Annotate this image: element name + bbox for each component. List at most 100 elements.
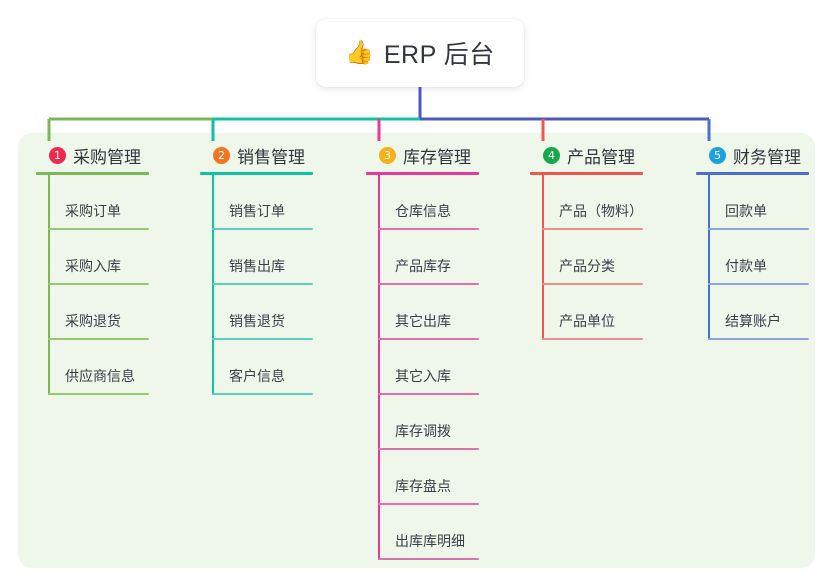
branch-children-5: 回款单付款单结算账户 (696, 175, 809, 340)
branch-column-2: 2 销售管理销售订单销售出库销售退货客户信息 (200, 144, 313, 395)
branch-item-label: 采购入库 (65, 258, 121, 274)
branch-item-rule (48, 283, 149, 285)
branch-item[interactable]: 客户信息 (200, 340, 313, 395)
branch-item[interactable]: 采购入库 (36, 230, 149, 285)
branch-item-label: 采购退货 (65, 313, 121, 329)
branch-item[interactable]: 销售出库 (200, 230, 313, 285)
branch-item-label: 产品单位 (559, 313, 615, 329)
branch-children-3: 仓库信息产品库存其它出库其它入库库存调拨库存盘点出库库明细 (366, 175, 479, 560)
branch-title-3: 库存管理 (403, 147, 471, 167)
branch-item[interactable]: 其它入库 (366, 340, 479, 395)
root-node[interactable]: 👍 ERP 后台 (316, 19, 524, 87)
branch-item[interactable]: 库存盘点 (366, 450, 479, 505)
branch-item[interactable]: 销售退货 (200, 285, 313, 340)
branch-column-4: 4 产品管理产品（物料） 产品分类产品单位 (530, 144, 643, 340)
branch-title-2: 销售管理 (237, 147, 305, 167)
branch-header-4[interactable]: 4 产品管理 (530, 144, 643, 167)
branch-item-label: 其它出库 (395, 313, 451, 329)
branch-badge-2: 2 (213, 146, 230, 164)
branch-item-label: 产品库存 (395, 258, 451, 274)
branch-header-rule-5 (696, 172, 809, 175)
branch-header-rule-4 (530, 172, 643, 175)
branch-item-rule (378, 283, 479, 285)
branch-header-rule-3 (366, 172, 479, 175)
branch-spine-3 (378, 175, 380, 560)
branch-children-2: 销售订单销售出库销售退货客户信息 (200, 175, 313, 395)
branch-item[interactable]: 结算账户 (696, 285, 809, 340)
branch-item-rule (378, 503, 479, 505)
root-node-label: ERP 后台 (383, 41, 495, 69)
branch-item[interactable]: 出库库明细 (366, 505, 479, 560)
branch-item-label: 供应商信息 (65, 368, 135, 384)
branch-item-label: 销售出库 (229, 258, 285, 274)
branch-item[interactable]: 产品分类 (530, 230, 643, 285)
branch-item-label: 产品（物料） (559, 203, 643, 219)
branch-badge-3: 3 (379, 146, 396, 164)
branch-title-1: 采购管理 (73, 147, 141, 167)
branch-item-rule (708, 283, 809, 285)
branch-item[interactable]: 回款单 (696, 175, 809, 230)
branch-children-4: 产品（物料） 产品分类产品单位 (530, 175, 643, 340)
branch-column-5: 5 财务管理回款单付款单结算账户 (696, 144, 809, 340)
branch-item-rule (708, 338, 809, 340)
branch-badge-4: 4 (543, 146, 560, 164)
branch-item[interactable]: 付款单 (696, 230, 809, 285)
branch-item[interactable]: 采购订单 (36, 175, 149, 230)
branch-title-4: 产品管理 (567, 147, 635, 167)
branch-item-label: 付款单 (725, 258, 767, 274)
branch-column-1: 1 采购管理采购订单采购入库采购退货供应商信息 (36, 144, 149, 395)
branch-item[interactable]: 产品库存 (366, 230, 479, 285)
branch-item-rule (708, 228, 809, 230)
branch-item-rule (48, 338, 149, 340)
branch-item[interactable]: 其它出库 (366, 285, 479, 340)
branch-item-rule (542, 283, 643, 285)
branch-item-rule (378, 228, 479, 230)
branch-item-rule (212, 283, 313, 285)
branch-item[interactable]: 产品（物料） (530, 175, 643, 230)
branch-spine-5 (708, 175, 710, 340)
branch-item-label: 库存盘点 (395, 478, 451, 494)
branch-spine-1 (48, 175, 50, 395)
branch-item-rule (212, 338, 313, 340)
branch-item[interactable]: 供应商信息 (36, 340, 149, 395)
branch-item-label: 结算账户 (725, 313, 781, 329)
branch-item-rule (542, 228, 643, 230)
branch-item-rule (378, 558, 479, 560)
branch-item[interactable]: 仓库信息 (366, 175, 479, 230)
branch-item-label: 客户信息 (229, 368, 285, 384)
thumbs-up-icon: 👍 (345, 39, 374, 66)
branch-header-2[interactable]: 2 销售管理 (200, 144, 313, 167)
branch-item-label: 采购订单 (65, 203, 121, 219)
branch-badge-1: 1 (49, 146, 66, 164)
branch-item-rule (212, 393, 313, 395)
branch-item[interactable]: 销售订单 (200, 175, 313, 230)
branch-item-rule (542, 338, 643, 340)
branch-column-3: 3 库存管理仓库信息产品库存其它出库其它入库库存调拨库存盘点出库库明细 (366, 144, 479, 560)
branch-item[interactable]: 库存调拨 (366, 395, 479, 450)
branch-item-label: 销售订单 (229, 203, 285, 219)
branch-item-rule (378, 338, 479, 340)
branch-item-rule (212, 228, 313, 230)
branch-item[interactable]: 采购退货 (36, 285, 149, 340)
branch-item[interactable]: 产品单位 (530, 285, 643, 340)
branch-title-5: 财务管理 (733, 147, 801, 167)
branch-item-rule (378, 448, 479, 450)
branch-item-rule (378, 393, 479, 395)
branch-header-1[interactable]: 1 采购管理 (36, 144, 149, 167)
branch-spine-4 (542, 175, 544, 340)
branch-item-rule (48, 393, 149, 395)
diagram-panel (18, 133, 815, 568)
branch-item-label: 产品分类 (559, 258, 615, 274)
branch-children-1: 采购订单采购入库采购退货供应商信息 (36, 175, 149, 395)
branch-header-rule-1 (36, 172, 149, 175)
branch-item-label: 销售退货 (229, 313, 285, 329)
branch-header-3[interactable]: 3 库存管理 (366, 144, 479, 167)
branch-header-5[interactable]: 5 财务管理 (696, 144, 809, 167)
branch-item-label: 库存调拨 (395, 423, 451, 439)
branch-item-label: 出库库明细 (395, 533, 465, 549)
branch-spine-2 (212, 175, 214, 395)
branch-item-rule (48, 228, 149, 230)
branch-item-label: 回款单 (725, 203, 767, 219)
branch-badge-5: 5 (709, 146, 726, 164)
branch-item-label: 其它入库 (395, 368, 451, 384)
